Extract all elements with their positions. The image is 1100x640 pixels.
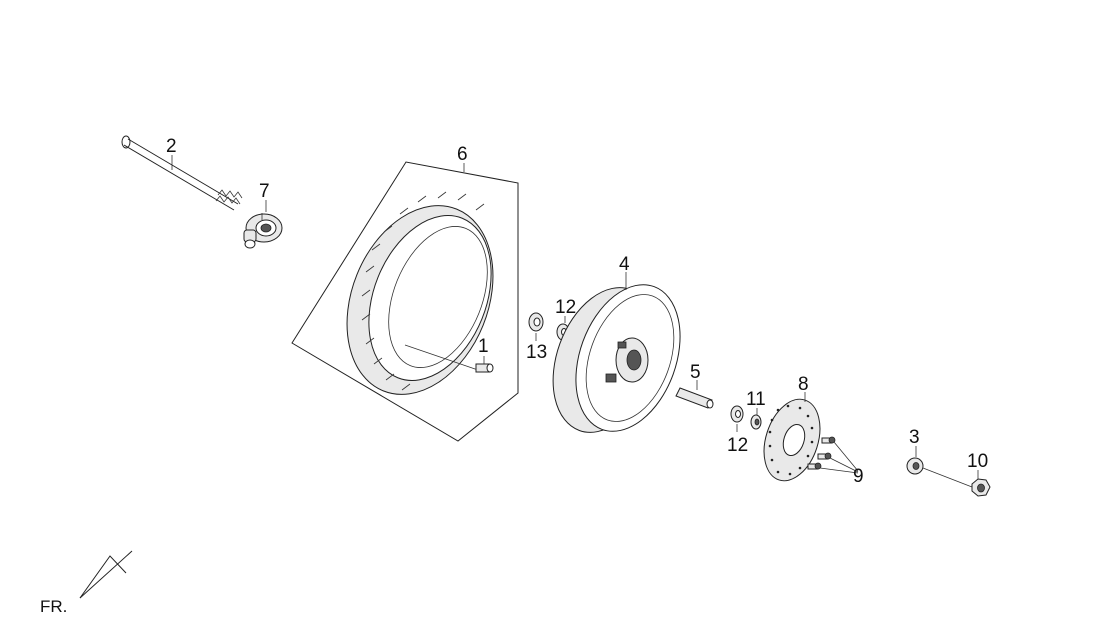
tire-part xyxy=(346,191,494,395)
wheel-rim-part xyxy=(552,284,681,433)
dust-seal-part xyxy=(750,414,762,430)
speedometer-gear-part xyxy=(243,213,283,249)
callout-label-12b: 12 xyxy=(727,435,748,456)
callout-7: 7 xyxy=(259,181,270,212)
callout-10: 10 xyxy=(967,451,988,479)
callout-label-8: 8 xyxy=(798,374,809,395)
callout-6: 6 xyxy=(457,144,468,172)
axle-part xyxy=(121,135,243,211)
front-direction-arrow: FR. xyxy=(40,550,133,616)
callout-label-12a: 12 xyxy=(555,297,576,318)
callout-label-1: 1 xyxy=(478,336,489,357)
callout-1: 1 xyxy=(478,336,489,364)
callout-label-11: 11 xyxy=(746,389,766,410)
callout-label-6: 6 xyxy=(457,144,468,165)
callout-12-left: 12 xyxy=(555,297,576,323)
axle-collar-part xyxy=(906,457,973,488)
axle-nut-part xyxy=(971,478,991,497)
callout-3: 3 xyxy=(909,427,920,457)
callout-label-9: 9 xyxy=(853,466,864,487)
callout-label-7: 7 xyxy=(259,181,270,202)
callout-label-10: 10 xyxy=(967,451,988,472)
callout-5: 5 xyxy=(690,362,701,390)
valve-part xyxy=(475,363,494,373)
callout-12-right: 12 xyxy=(727,424,748,456)
callout-9: 9 xyxy=(853,466,864,487)
brake-disc-part xyxy=(763,398,821,482)
tire-assembly-box xyxy=(291,161,519,442)
callout-label-4: 4 xyxy=(619,254,630,275)
front-direction-label: FR. xyxy=(40,597,67,616)
callout-label-5: 5 xyxy=(690,362,701,383)
distance-collar-part xyxy=(675,387,714,409)
bearing-part-right xyxy=(730,405,744,423)
callout-8: 8 xyxy=(798,374,809,402)
callout-label-13: 13 xyxy=(526,342,547,363)
callout-13: 13 xyxy=(526,333,547,363)
disc-bolts-part xyxy=(807,436,859,474)
callout-label-3: 3 xyxy=(909,427,920,448)
callout-2: 2 xyxy=(166,136,177,170)
callout-label-2: 2 xyxy=(166,136,177,157)
oil-seal-part xyxy=(528,312,544,332)
callout-11: 11 xyxy=(746,389,766,415)
callout-4: 4 xyxy=(619,254,630,290)
